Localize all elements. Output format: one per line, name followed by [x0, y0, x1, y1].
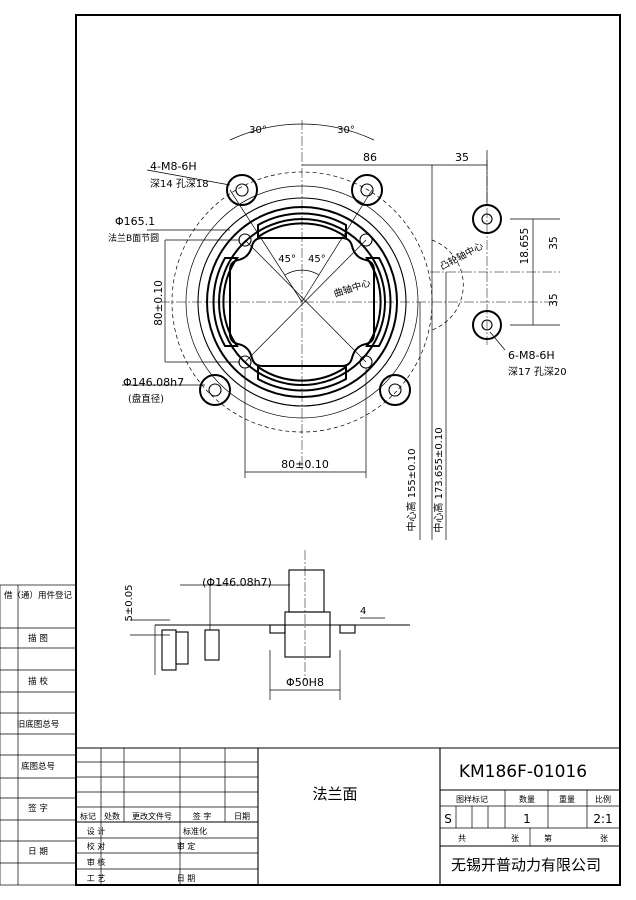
dim-35-b: 35	[548, 293, 560, 306]
approval-review: 审 核	[87, 857, 106, 867]
dim-35-a: 35	[548, 236, 560, 249]
tb-header-scale: 比例	[595, 794, 611, 804]
approval-date: 日 期	[177, 874, 196, 883]
dimension-lines	[122, 150, 560, 540]
left-record-strip	[0, 584, 77, 886]
tapped-hole-2	[359, 233, 373, 247]
dim-d165: Φ165.1	[115, 215, 155, 228]
ear-hole-bottom-right	[388, 383, 402, 397]
ear-bottom-right	[379, 374, 411, 406]
tb-total: 共	[458, 834, 466, 843]
section-view	[130, 550, 410, 700]
dim-d14608-section: (Φ146.08h7)	[202, 576, 272, 589]
ear-top-left	[226, 174, 258, 206]
dim-angle-45-right: 45°	[308, 254, 326, 265]
dim-d50: Φ50H8	[286, 676, 324, 689]
angle-arc-45	[284, 269, 320, 276]
ear-hole-top-right	[360, 183, 374, 197]
approval-standardize: 标准化	[183, 826, 207, 836]
rev-header-date: 日期	[234, 812, 250, 821]
slot-top	[257, 212, 347, 239]
dim-angle-30-left: 30°	[249, 125, 267, 136]
ear-top-right	[351, 174, 383, 206]
drawing-number: KM186F-01016	[459, 762, 587, 782]
strip-label-old-base: 旧底图总号	[17, 719, 60, 730]
note-holes-4: 4-M8-6H	[150, 160, 197, 173]
cam-ref-arc	[431, 239, 464, 331]
dim-35-top: 35	[455, 151, 469, 164]
dim-h80: 80±0.10	[281, 458, 329, 471]
slot-left	[212, 257, 239, 347]
tb-header-quantity: 数量	[519, 794, 535, 804]
tb-sheet: 张	[511, 834, 519, 843]
approval-process: 工 艺	[87, 874, 106, 883]
stage-mark: S	[444, 812, 452, 826]
note-d14608: (盘直径)	[128, 393, 164, 405]
note-holes-4-depth: 深14 孔深18	[150, 178, 209, 190]
left-strip-rows	[0, 585, 76, 885]
strip-label-base: 底图总号	[21, 761, 55, 772]
flange-front-view	[160, 120, 560, 470]
dim-angle-30-right: 30°	[337, 125, 355, 136]
ear-hole-top-left	[235, 183, 249, 197]
strip-label-date: 日 期	[28, 847, 48, 857]
approval-approve: 审 定	[177, 841, 196, 851]
center-window	[229, 237, 375, 367]
title-block-grid	[76, 747, 620, 885]
dim-d14608: Φ146.08h7	[123, 376, 184, 389]
slot-bottom	[257, 365, 347, 392]
slot-right	[365, 257, 392, 347]
dim-18655: 18.655	[519, 228, 531, 265]
dim-86: 86	[363, 151, 377, 164]
label-crank-center: 曲轴中心	[332, 277, 372, 300]
note-holes-6: 6-M8-6H	[508, 349, 555, 362]
strip-label-trace-check: 描 校	[28, 676, 48, 687]
tb-page-unit: 张	[600, 834, 608, 843]
rev-header-count: 处数	[104, 811, 120, 821]
dim-center-height-173: 中心高 173.655±0.10	[432, 427, 445, 532]
rev-header-sign: 签 字	[193, 811, 212, 821]
rev-header-file: 更改文件号	[132, 811, 172, 821]
dim-angle-45-left: 45°	[278, 254, 296, 265]
quantity-value: 1	[523, 812, 531, 826]
diag-ray-2	[244, 239, 367, 363]
dim-v80: 80±0.10	[153, 280, 165, 326]
dim-5: 5±0.05	[124, 584, 135, 621]
ear-hole-bottom-left	[208, 383, 222, 397]
approval-design: 设 计	[87, 826, 106, 836]
part-name: 法兰面	[312, 785, 357, 803]
dim-4: 4	[360, 606, 366, 617]
ear-bottom-left	[199, 374, 231, 406]
drawing-frame	[75, 14, 621, 886]
approval-check: 校 对	[87, 841, 106, 851]
label-cam-center: 凸轮轴中心	[438, 240, 486, 273]
tb-page: 第	[544, 833, 552, 843]
company-name: 无锡开普动力有限公司	[451, 856, 601, 874]
note-holes-6-depth: 深17 孔深20	[508, 366, 567, 378]
tb-header-stage: 图样标记	[456, 794, 488, 804]
strip-label-sign: 签 字	[28, 803, 48, 814]
rev-header-mark: 标记	[80, 811, 96, 821]
angle-arc-30	[229, 123, 375, 141]
tb-header-weight: 重量	[559, 794, 575, 804]
angle-ray-right	[301, 189, 373, 303]
dim-center-height-155: 中心高 155±0.10	[405, 449, 418, 532]
note-d165: 法兰B面节圆	[108, 232, 159, 244]
angle-ray-left	[229, 189, 303, 303]
strip-label-borrowed: 借（通）用件登记	[4, 590, 73, 601]
strip-label-trace: 描 图	[28, 633, 48, 644]
scale-value: 2:1	[593, 812, 612, 826]
